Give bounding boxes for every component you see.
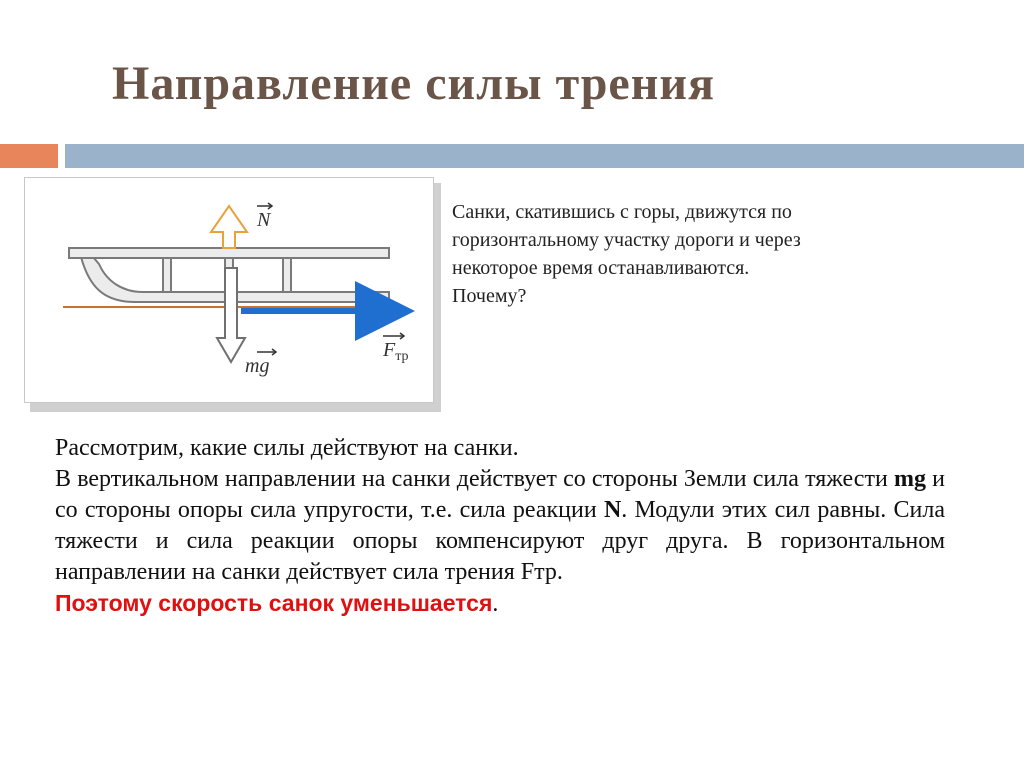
diagram-svg: N mg Fтр (63, 202, 415, 377)
explanation-part: и со стороны опоры сила упругости, т.е. … (55, 466, 946, 523)
accent-bar-orange (0, 144, 58, 168)
label-N: N (256, 209, 272, 231)
slide-title: Направление силы трения (112, 57, 716, 110)
normal-force-arrow (209, 204, 249, 249)
explanation-part: В вертикальном направлении на санки дейс… (55, 466, 894, 492)
explanation-intro: Рассмотрим, какие силы действуют на санк… (55, 435, 519, 461)
sled-top-plank (68, 247, 390, 259)
sled-support (282, 257, 292, 293)
question-text: Санки, скатившись с горы, движутся по го… (452, 198, 972, 310)
gravity-arrow (215, 267, 247, 364)
conclusion-line: Поэтому скорость санок уменьшается. (55, 588, 945, 620)
explanation-part: . Модули этих сил равны. Сила тяжести и … (55, 497, 945, 585)
vector-arrowhead-mg (271, 348, 278, 356)
label-F-subscript: тр (395, 349, 408, 364)
label-mg: mg (245, 355, 269, 377)
question-line: горизонтальному участку дороги и через (452, 229, 801, 251)
question-line: Санки, скатившись с горы, движутся по (452, 201, 792, 223)
label-F: Fтр (382, 339, 409, 364)
accent-bar-blue (65, 144, 1024, 168)
question-line: некоторое время останавливаются. (452, 257, 750, 279)
explanation-text: Рассмотрим, какие силы действуют на санк… (55, 433, 945, 620)
symbol-N: N (603, 497, 622, 523)
sled-support (162, 257, 172, 293)
vector-arrowhead-N (267, 202, 274, 210)
question-line: Почему? (452, 285, 527, 307)
explanation-paragraph: В вертикальном направлении на санки дейс… (55, 464, 945, 588)
conclusion-period: . (492, 591, 499, 617)
sled-force-diagram: N mg Fтр (24, 177, 434, 403)
conclusion-text: Поэтому скорость санок уменьшается (55, 590, 493, 616)
vector-arrowhead-F (399, 332, 406, 340)
symbol-mg: mg (893, 466, 926, 492)
